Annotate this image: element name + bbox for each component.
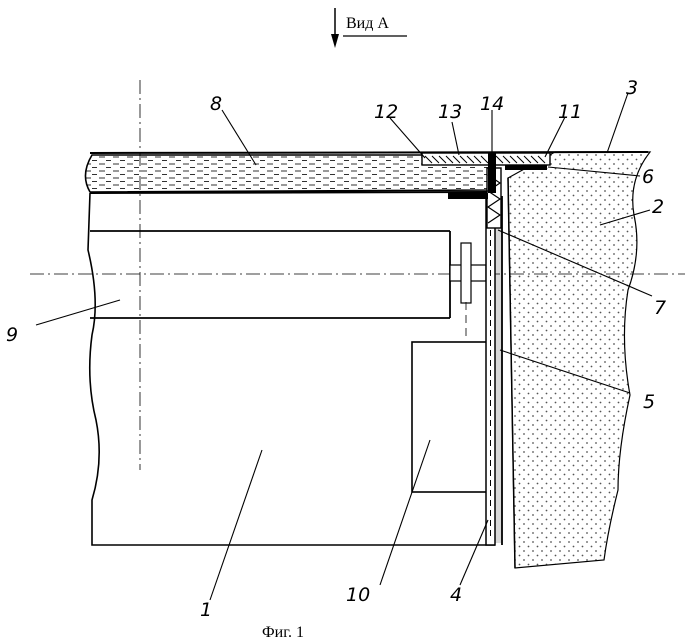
plate-4: [486, 196, 502, 545]
label-5: 5: [643, 391, 655, 413]
coupling: [450, 243, 486, 303]
label-7: 7: [654, 297, 666, 319]
label-11: 11: [558, 101, 582, 123]
label-13: 13: [438, 101, 462, 123]
label-10: 10: [346, 584, 370, 606]
figure-caption: Фиг. 1: [262, 624, 304, 641]
label-4: 4: [450, 584, 462, 606]
label-12: 12: [374, 101, 398, 123]
layer-8-bottom: [90, 192, 490, 193]
box-10: [412, 342, 490, 492]
label-14: 14: [480, 93, 504, 115]
label-9: 9: [6, 324, 18, 346]
label-1: 1: [200, 599, 212, 621]
label-6: 6: [642, 166, 654, 188]
shaft-9: [90, 231, 450, 318]
view-label: Вид А: [346, 15, 389, 32]
label-8: 8: [210, 93, 222, 115]
top-line-3: [90, 152, 648, 153]
label-2: 2: [652, 196, 664, 218]
label-3: 3: [626, 77, 638, 99]
